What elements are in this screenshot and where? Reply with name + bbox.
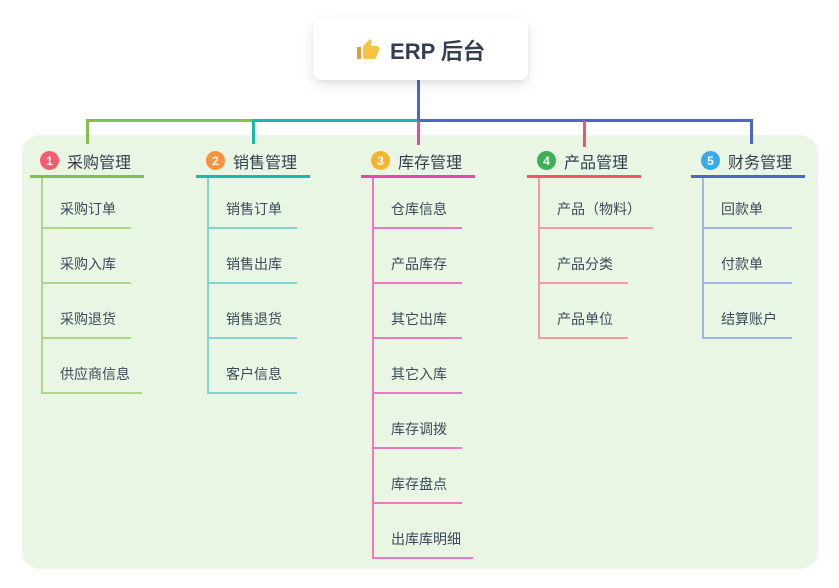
child-label: 销售订单 <box>226 201 282 217</box>
branch-node-product[interactable]: 4 产品管理 <box>527 146 641 178</box>
child-node[interactable]: 采购入库 <box>43 229 131 284</box>
branch-node-finance[interactable]: 5 财务管理 <box>691 146 805 178</box>
child-label: 出库库明细 <box>391 531 461 547</box>
branch-node-purchase[interactable]: 1 采购管理 <box>30 146 144 178</box>
branch-children: 仓库信息 产品库存 其它出库 其它入库 库存调拨 库存盘点 出库库明细 <box>372 178 473 559</box>
child-node[interactable]: 其它出库 <box>374 284 462 339</box>
branch-node-inventory[interactable]: 3 库存管理 <box>361 146 475 178</box>
connector-horizontal-teal <box>253 119 420 122</box>
child-node[interactable]: 库存盘点 <box>374 449 462 504</box>
child-label: 结算账户 <box>721 311 777 327</box>
child-label: 采购入库 <box>60 256 116 272</box>
branch-sales: 2 销售管理 销售订单 销售出库 销售退货 客户信息 <box>196 146 310 394</box>
child-node[interactable]: 客户信息 <box>209 339 297 394</box>
branch-number-badge: 5 <box>701 151 720 170</box>
branch-finance: 5 财务管理 回款单 付款单 结算账户 <box>691 146 805 339</box>
connector-horizontal-green <box>86 119 255 122</box>
branch-product: 4 产品管理 产品（物料） 产品分类 产品单位 <box>527 146 653 339</box>
child-label: 采购退货 <box>60 311 116 327</box>
child-node[interactable]: 仓库信息 <box>374 178 462 229</box>
child-label: 付款单 <box>721 256 763 272</box>
child-label: 产品库存 <box>391 256 447 272</box>
branch-children: 产品（物料） 产品分类 产品单位 <box>538 178 653 339</box>
connector-root-vertical <box>417 80 420 121</box>
connector-drop-finance <box>750 119 753 144</box>
child-node[interactable]: 销售订单 <box>209 178 297 229</box>
child-node[interactable]: 结算账户 <box>704 284 792 339</box>
connector-drop-inventory <box>417 121 420 145</box>
branch-title: 产品管理 <box>564 154 629 172</box>
child-label: 销售出库 <box>226 256 282 272</box>
branch-children: 回款单 付款单 结算账户 <box>702 178 792 339</box>
connector-drop-product <box>583 121 586 147</box>
child-label: 库存盘点 <box>391 476 447 492</box>
child-label: 销售退货 <box>226 311 282 327</box>
child-node[interactable]: 出库库明细 <box>374 504 473 559</box>
thumbs-up-icon <box>356 38 380 62</box>
child-label: 库存调拨 <box>391 421 447 437</box>
child-node[interactable]: 产品单位 <box>540 284 628 339</box>
child-node[interactable]: 付款单 <box>704 229 792 284</box>
connector-horizontal-blue <box>417 119 753 122</box>
child-label: 采购订单 <box>60 201 116 217</box>
branch-node-sales[interactable]: 2 销售管理 <box>196 146 310 178</box>
branch-title: 财务管理 <box>728 154 793 172</box>
child-label: 供应商信息 <box>60 366 130 382</box>
child-label: 产品（物料） <box>557 201 641 217</box>
child-node[interactable]: 产品（物料） <box>540 178 653 229</box>
branch-number-badge: 4 <box>537 151 556 170</box>
branch-title: 销售管理 <box>233 154 298 172</box>
root-node[interactable]: ERP 后台 <box>313 19 528 80</box>
child-node[interactable]: 采购订单 <box>43 178 131 229</box>
connector-drop-purchase <box>86 119 89 144</box>
child-node[interactable]: 产品库存 <box>374 229 462 284</box>
child-node[interactable]: 销售出库 <box>209 229 297 284</box>
branch-inventory: 3 库存管理 仓库信息 产品库存 其它出库 其它入库 库存调拨 库存盘点 出库库… <box>361 146 475 559</box>
child-label: 其它出库 <box>391 311 447 327</box>
branch-children: 销售订单 销售出库 销售退货 客户信息 <box>207 178 297 394</box>
child-node[interactable]: 库存调拨 <box>374 394 462 449</box>
child-label: 产品分类 <box>557 256 613 272</box>
child-node[interactable]: 销售退货 <box>209 284 297 339</box>
branches-panel <box>22 135 818 569</box>
child-label: 产品单位 <box>557 311 613 327</box>
branch-title: 采购管理 <box>67 154 132 172</box>
branch-number-badge: 1 <box>40 151 59 170</box>
branch-number-badge: 2 <box>206 151 225 170</box>
child-label: 客户信息 <box>226 366 282 382</box>
child-label: 仓库信息 <box>391 201 447 217</box>
child-node[interactable]: 产品分类 <box>540 229 628 284</box>
branch-title: 库存管理 <box>398 154 463 172</box>
branch-children: 采购订单 采购入库 采购退货 供应商信息 <box>41 178 142 394</box>
branch-number-badge: 3 <box>371 151 390 170</box>
child-node[interactable]: 回款单 <box>704 178 792 229</box>
child-node[interactable]: 其它入库 <box>374 339 462 394</box>
child-label: 其它入库 <box>391 366 447 382</box>
connector-drop-sales <box>252 119 255 144</box>
root-node-title: ERP 后台 <box>390 38 485 64</box>
child-node[interactable]: 供应商信息 <box>43 339 142 394</box>
child-node[interactable]: 采购退货 <box>43 284 131 339</box>
branch-purchase: 1 采购管理 采购订单 采购入库 采购退货 供应商信息 <box>30 146 144 394</box>
child-label: 回款单 <box>721 201 763 217</box>
